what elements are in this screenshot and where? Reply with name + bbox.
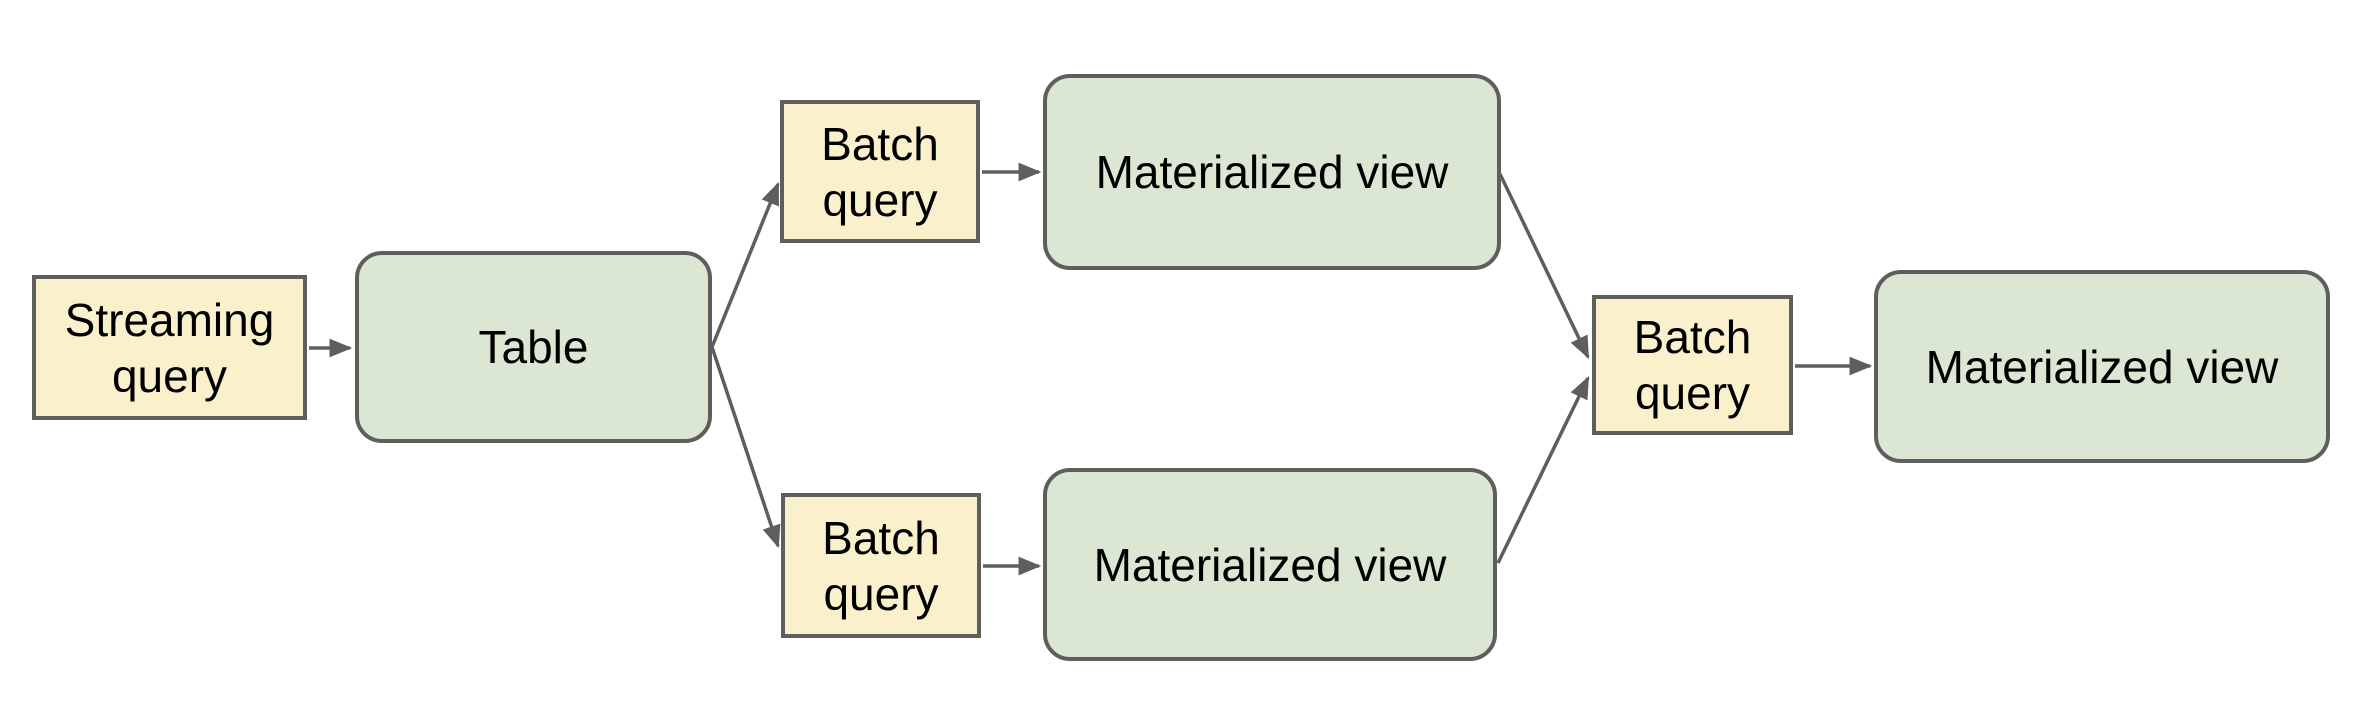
node-materialized-view-top: Materialized view <box>1043 74 1501 270</box>
edge-table-to-batch-query-top <box>710 181 780 348</box>
node-label: Batch query <box>822 511 940 620</box>
node-batch-query-bottom: Batch query <box>781 493 981 638</box>
node-label: Materialized view <box>1095 146 1449 198</box>
edge-materialized-view-bottom-to-batch-query-right <box>1496 375 1590 564</box>
node-materialized-view-right: Materialized view <box>1874 270 2330 463</box>
node-materialized-view-bottom: Materialized view <box>1043 468 1497 661</box>
node-batch-query-top: Batch query <box>780 100 980 243</box>
node-label: Materialized view <box>1925 340 2279 393</box>
node-label: Table <box>478 321 589 373</box>
node-label: Batch query <box>1633 311 1752 419</box>
node-streaming-query: Streaming query <box>32 275 307 420</box>
node-label: Materialized view <box>1093 538 1447 591</box>
node-label: Batch query <box>821 117 939 226</box>
node-batch-query-right: Batch query <box>1592 295 1793 435</box>
edge-table-to-batch-query-bottom <box>710 346 781 549</box>
node-table: Table <box>355 251 712 443</box>
node-label: Streaming query <box>64 293 275 402</box>
edge-materialized-view-top-to-batch-query-right <box>1498 173 1590 360</box>
